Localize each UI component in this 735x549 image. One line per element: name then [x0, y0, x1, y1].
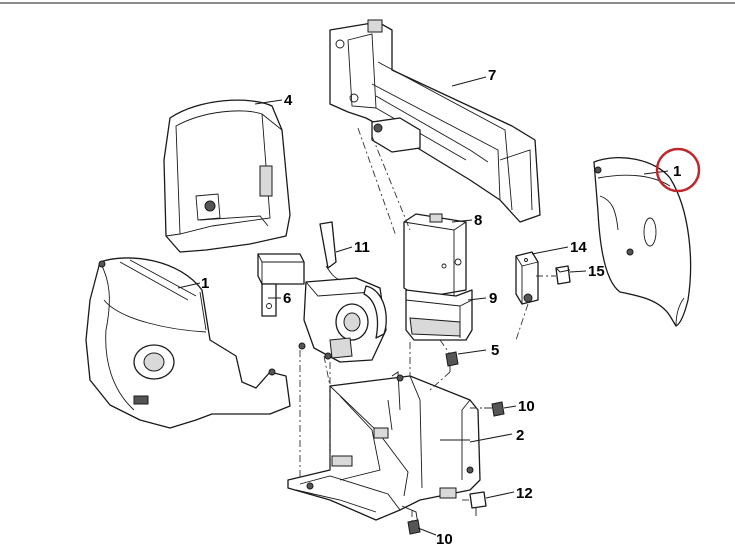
part-lift-arm	[329, 19, 541, 223]
callout-14: 14	[570, 239, 587, 256]
leader-1-left	[177, 282, 201, 289]
callout-6: 6	[283, 290, 291, 307]
part-control-box	[403, 213, 467, 299]
leader-10-bottom	[417, 527, 437, 536]
callout-15: 15	[588, 263, 605, 280]
callout-9: 9	[489, 290, 497, 307]
callout-5: 5	[491, 342, 499, 359]
callout-12: 12	[516, 485, 533, 502]
callout-1-left: 1	[201, 275, 209, 292]
leader-4	[254, 99, 283, 105]
part-lower-cover	[85, 257, 291, 429]
assembly-lines	[299, 127, 556, 522]
part-motor	[298, 221, 387, 363]
leader-9	[467, 297, 487, 301]
leader-7	[451, 76, 487, 87]
leader-11	[335, 246, 353, 253]
callout-8: 8	[474, 212, 482, 229]
leader-10-mid	[503, 405, 517, 409]
part-clip	[555, 265, 571, 285]
part-bracket	[257, 253, 305, 317]
leader-12	[485, 491, 515, 499]
part-connector-mid	[484, 401, 505, 417]
callout-1-right: 1	[673, 163, 681, 180]
leader-5	[457, 349, 487, 355]
callout-10-bottom: 10	[436, 531, 453, 548]
leader-15	[569, 270, 587, 273]
part-upper-cover	[163, 99, 291, 253]
callout-10-mid: 10	[518, 398, 535, 415]
callout-7: 7	[488, 67, 496, 84]
callout-11: 11	[354, 239, 370, 256]
part-fastener	[445, 351, 459, 372]
callout-2: 2	[516, 427, 524, 444]
part-chassis	[287, 371, 481, 525]
part-mount	[469, 491, 487, 516]
part-connector-bottom	[407, 519, 421, 535]
part-module	[515, 251, 539, 305]
leader-8	[451, 219, 473, 223]
callout-4: 4	[284, 92, 293, 109]
part-battery	[405, 289, 473, 341]
highlight-circle	[655, 147, 701, 193]
leader-14	[531, 246, 569, 255]
leader-2	[469, 433, 513, 443]
part-side-cover	[593, 156, 692, 327]
